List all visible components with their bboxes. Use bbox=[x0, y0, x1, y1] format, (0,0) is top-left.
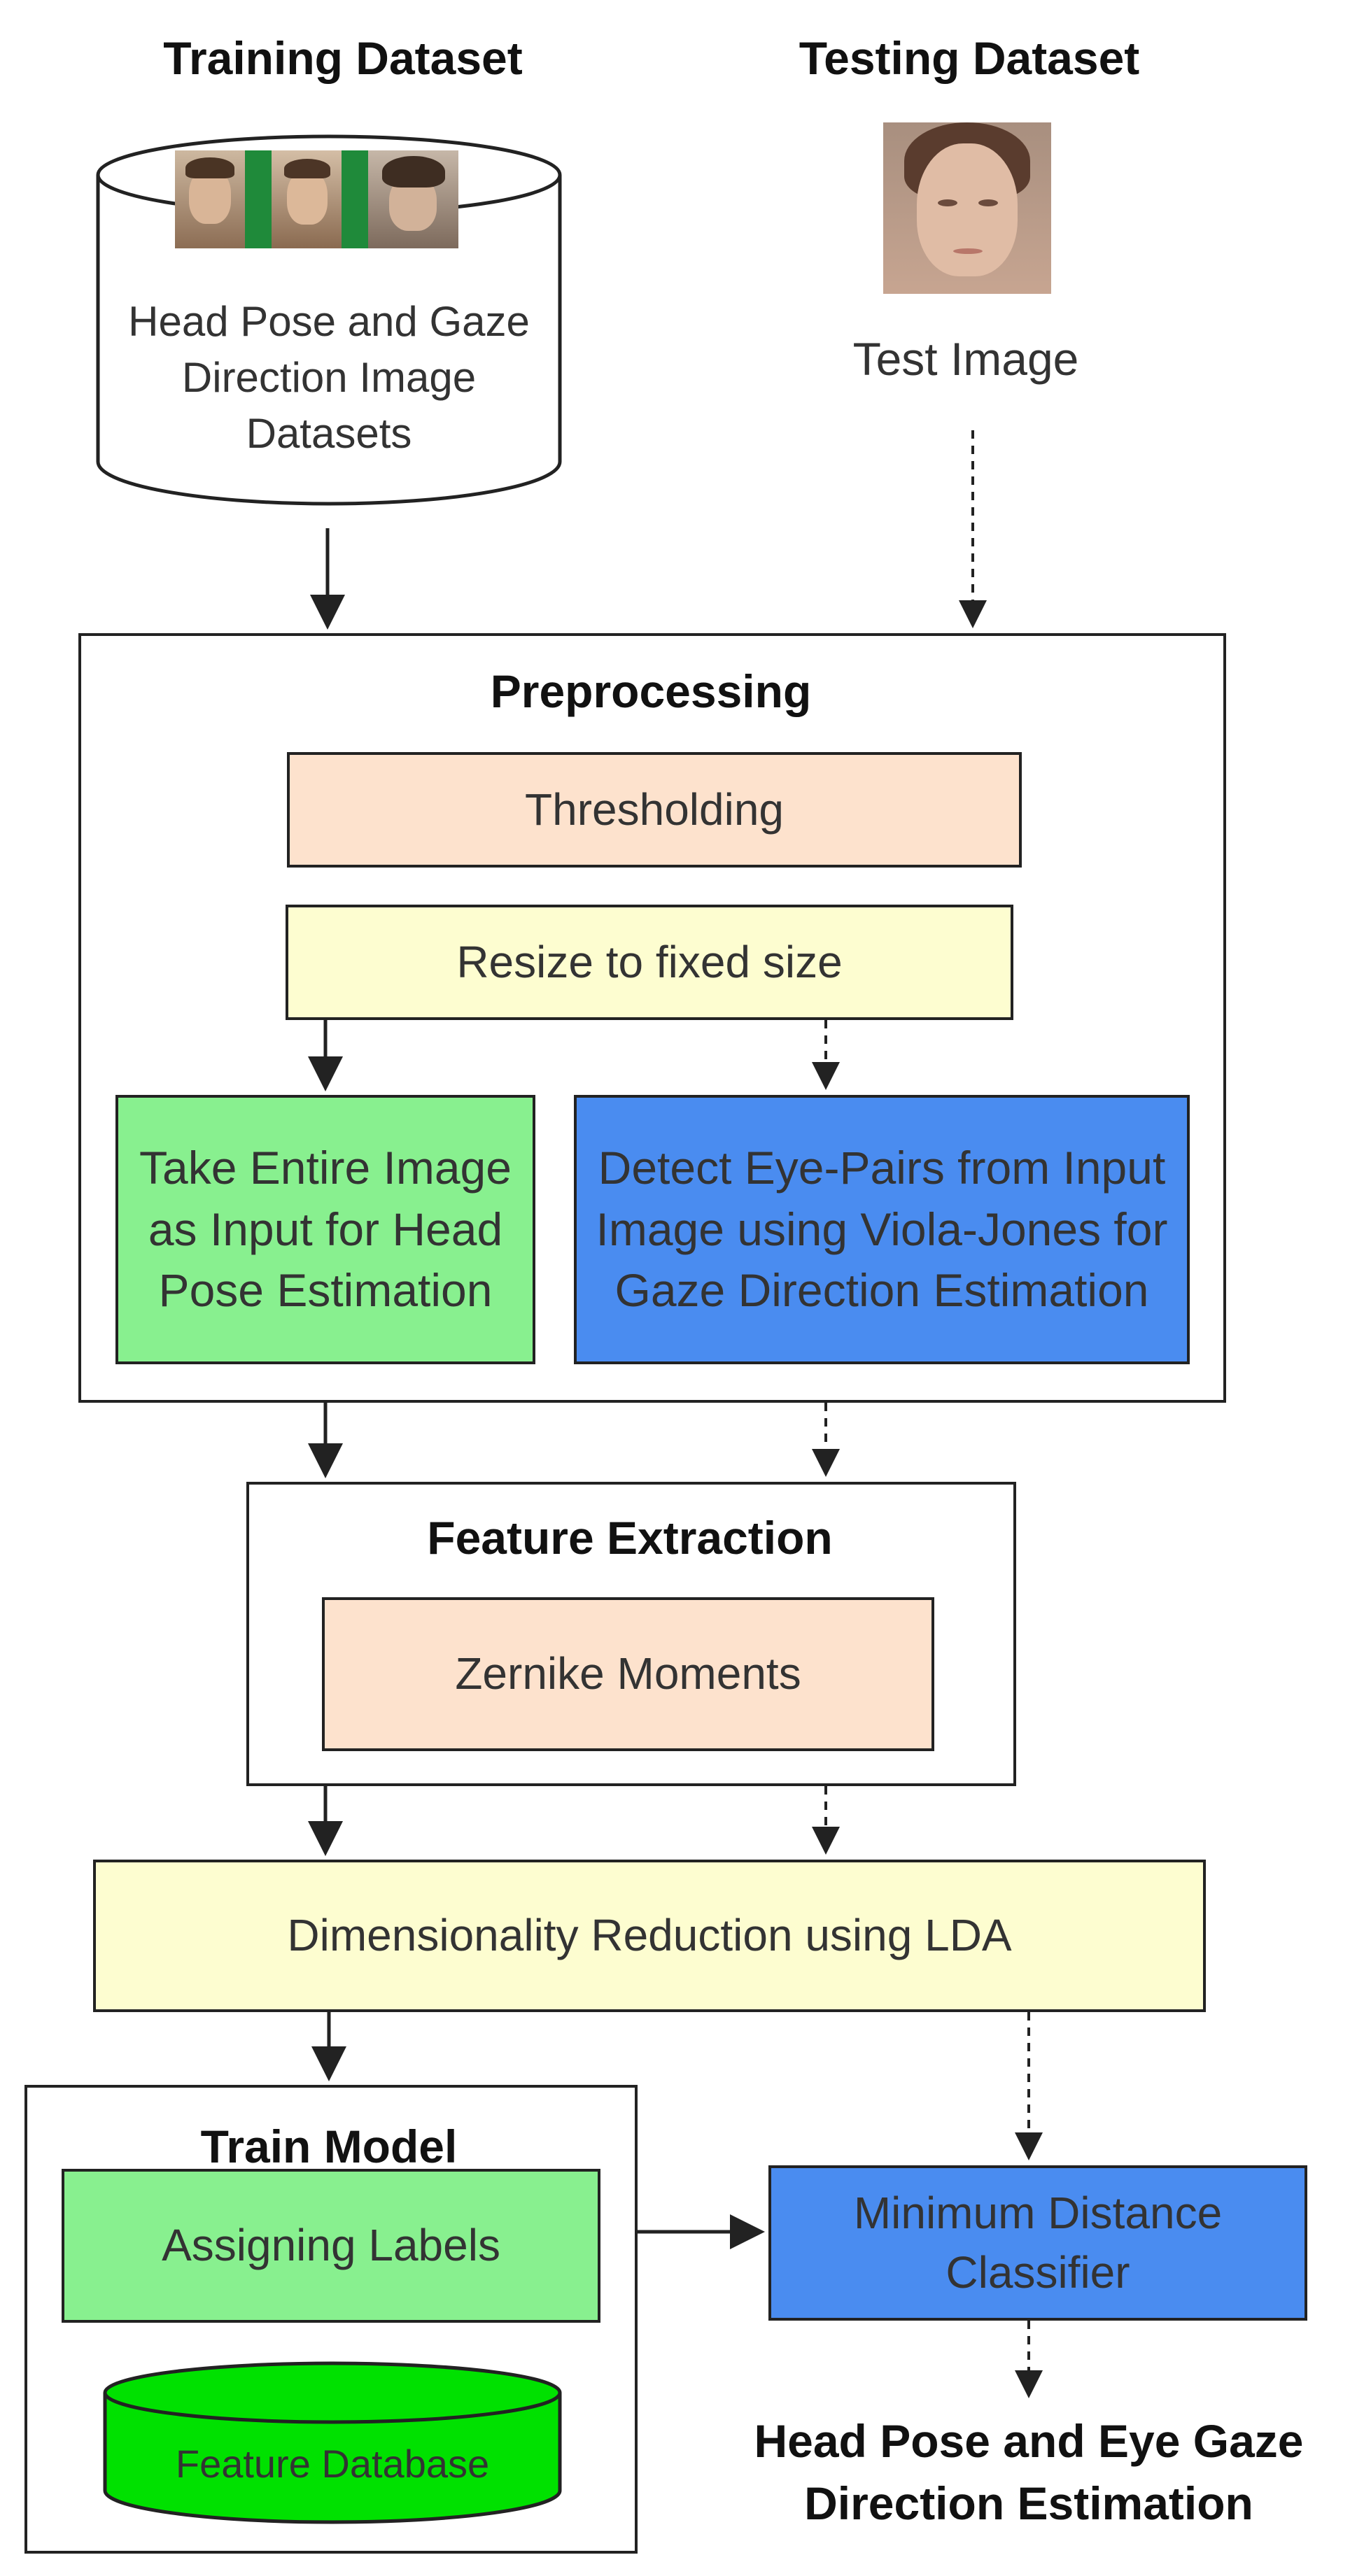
thresholding-box: Thresholding bbox=[287, 752, 1022, 868]
face-thumbnail-1 bbox=[175, 150, 245, 248]
training-thumbnails bbox=[175, 150, 458, 248]
head-pose-branch-box: Take Entire Image as Input for Head Pose… bbox=[115, 1095, 535, 1364]
train-model-title: Train Model bbox=[200, 2121, 458, 2172]
testing-dataset-heading: Testing Dataset bbox=[799, 32, 1140, 84]
dimensionality-reduction-label: Dimensionality Reduction using LDA bbox=[287, 1910, 1012, 1961]
dimensionality-reduction-box: Dimensionality Reduction using LDA bbox=[93, 1860, 1206, 2012]
preprocessing-title: Preprocessing bbox=[490, 665, 812, 717]
training-database-label: Head Pose and Gaze Direction Image Datas… bbox=[128, 298, 530, 457]
feature-database-label: Feature Database bbox=[175, 2442, 490, 2486]
face-thumbnail-2 bbox=[272, 150, 342, 248]
zernike-label: Zernike Moments bbox=[455, 1648, 801, 1699]
thresholding-label: Thresholding bbox=[525, 784, 784, 835]
head-pose-branch-label: Take Entire Image as Input for Head Pose… bbox=[139, 1141, 512, 1317]
green-divider-2 bbox=[342, 150, 368, 248]
gaze-branch-label: Detect Eye-Pairs from Input Image using … bbox=[596, 1141, 1168, 1317]
classifier-box: Minimum Distance Classifier bbox=[768, 2165, 1307, 2321]
test-image-label: Test Image bbox=[852, 333, 1079, 385]
gaze-branch-box: Detect Eye-Pairs from Input Image using … bbox=[574, 1095, 1190, 1364]
feature-extraction-title: Feature Extraction bbox=[427, 1512, 833, 1564]
green-divider bbox=[245, 150, 272, 248]
output-label: Head Pose and Eye Gaze Direction Estimat… bbox=[754, 2415, 1304, 2530]
resize-label: Resize to fixed size bbox=[456, 936, 843, 987]
preprocessing-container bbox=[78, 633, 1226, 1403]
classifier-label: Minimum Distance Classifier bbox=[853, 2187, 1223, 2298]
assigning-labels-box: Assigning Labels bbox=[62, 2169, 600, 2323]
feature-database-cylinder bbox=[103, 2361, 562, 2524]
resize-box: Resize to fixed size bbox=[286, 905, 1013, 1020]
train-model-container bbox=[24, 2085, 638, 2554]
training-dataset-heading: Training Dataset bbox=[163, 32, 523, 84]
assigning-labels-label: Assigning Labels bbox=[162, 2220, 500, 2271]
feature-extraction-container bbox=[246, 1482, 1016, 1786]
test-face-image bbox=[883, 122, 1051, 294]
zernike-box: Zernike Moments bbox=[322, 1597, 934, 1751]
face-thumbnail-3 bbox=[368, 150, 458, 248]
